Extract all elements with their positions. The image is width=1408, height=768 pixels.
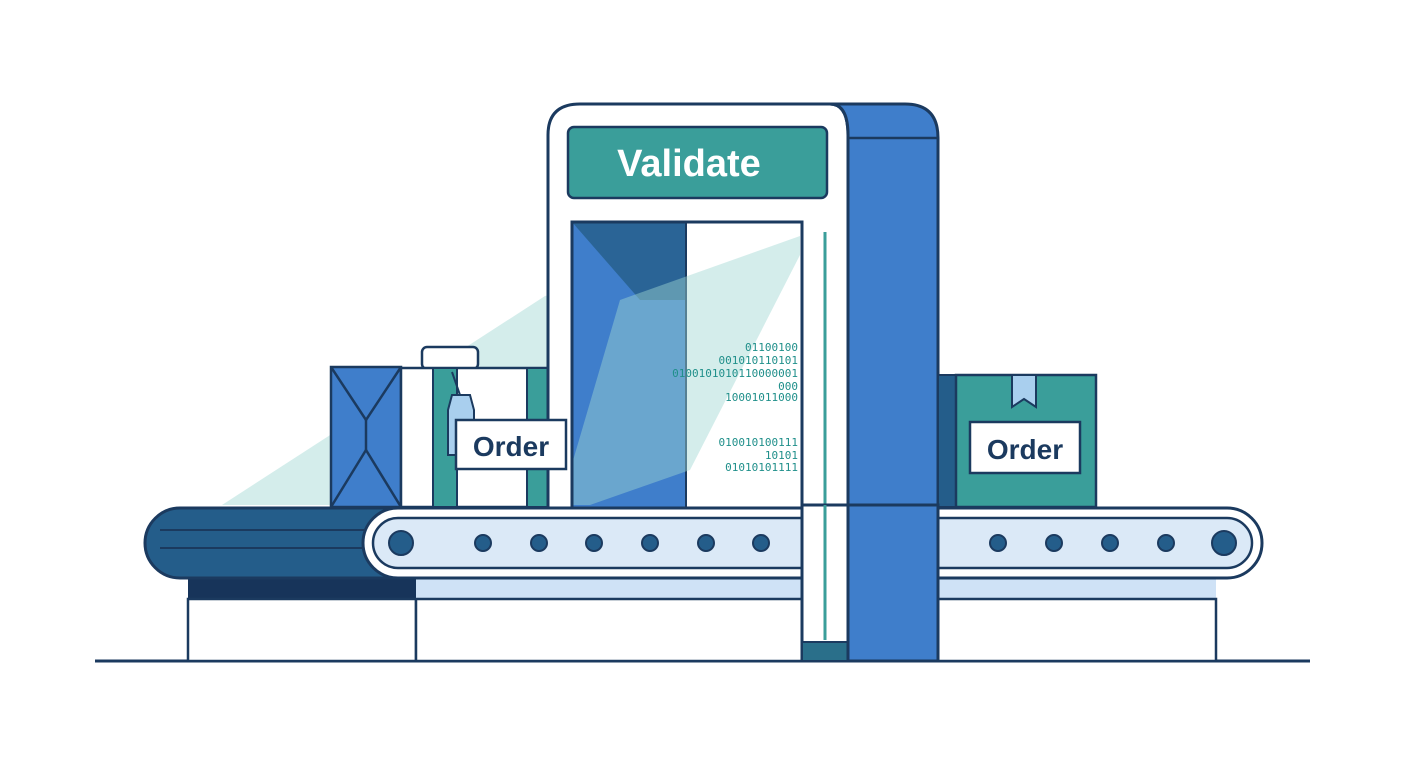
conveyor-leg-mid bbox=[414, 597, 804, 663]
outgoing-order-label: Order bbox=[987, 434, 1063, 465]
conveyor-leg-left bbox=[186, 597, 418, 663]
roller bbox=[1157, 534, 1175, 552]
scanner-side-front bbox=[846, 503, 940, 663]
validate-sign-panel bbox=[566, 125, 829, 200]
roller bbox=[585, 534, 603, 552]
outgoing-order-tag bbox=[968, 420, 1082, 475]
incoming-order-label: Order bbox=[473, 431, 549, 462]
roller bbox=[752, 534, 770, 552]
scan-beam-overlay bbox=[560, 236, 800, 505]
roller bbox=[697, 534, 715, 552]
incoming-order-tag bbox=[454, 418, 568, 471]
roller-end-left bbox=[388, 530, 414, 556]
envelope-package bbox=[329, 365, 403, 509]
binary-line-1-2: 001010110101 bbox=[719, 354, 798, 367]
roller bbox=[474, 534, 492, 552]
roller bbox=[641, 534, 659, 552]
conveyor-base-left-dark bbox=[188, 577, 416, 599]
binary-line-2-1: 010010100111 bbox=[719, 436, 798, 449]
conveyor-base-right bbox=[938, 577, 1216, 599]
binary-line-2-3: 01010101111 bbox=[725, 461, 798, 474]
binary-line-1-5: 10001011000 bbox=[725, 391, 798, 404]
binary-line-1-3: 0100101010110000001 bbox=[672, 367, 798, 380]
validate-sign-text: Validate bbox=[617, 143, 761, 185]
conveyor-leg-right bbox=[936, 597, 1218, 663]
roller bbox=[989, 534, 1007, 552]
tunnel-shadow-top bbox=[572, 222, 686, 300]
roller bbox=[530, 534, 548, 552]
roller-end-right bbox=[1211, 530, 1237, 556]
binary-line-2-2: 10101 bbox=[765, 449, 798, 462]
scanner-post-foot bbox=[801, 641, 849, 662]
binary-line-1-1: 01100100 bbox=[745, 341, 798, 354]
binary-stream: 01100100 001010110101 010010101011000000… bbox=[672, 341, 798, 474]
binary-line-1-4: 000 bbox=[778, 380, 798, 393]
conveyor-base-mid bbox=[416, 577, 802, 599]
conveyor-rollers bbox=[388, 530, 1237, 556]
roller bbox=[1045, 534, 1063, 552]
roller bbox=[1101, 534, 1119, 552]
